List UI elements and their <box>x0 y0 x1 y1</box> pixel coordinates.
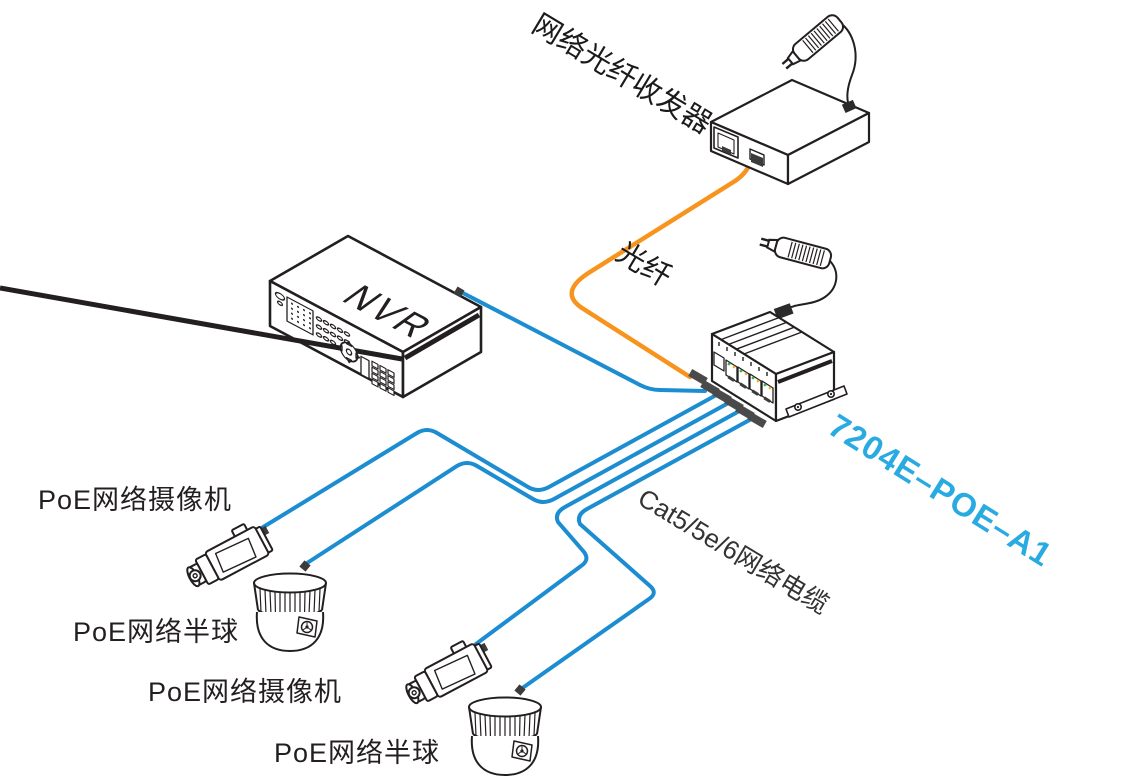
fiber-transceiver <box>709 78 871 186</box>
poe-switch <box>710 310 848 423</box>
camera2-label: PoE网络摄像机 <box>148 677 342 707</box>
dome1-label: PoE网络半球 <box>73 617 239 647</box>
cables <box>258 155 757 691</box>
switch-top-ridges <box>720 316 803 355</box>
dome-camera <box>468 683 542 776</box>
port-leds <box>727 362 772 403</box>
fiber-plug <box>751 153 763 167</box>
dome2-cable <box>519 415 757 691</box>
switch-cable-plugs <box>688 369 767 428</box>
dome2-label: PoE网络半球 <box>274 738 440 768</box>
adapter2-connector <box>773 303 794 320</box>
port-pins <box>722 146 731 155</box>
bullet-camera <box>397 631 499 711</box>
nvr-device <box>0 234 483 399</box>
bullet-camera <box>186 523 274 588</box>
dome-camera <box>253 560 327 652</box>
nvr-cable <box>459 290 707 393</box>
switch-model-label: 7204E–POE–A1 <box>822 407 1059 574</box>
cable-type-label: Cat5/5e/6网络电缆 <box>633 482 834 619</box>
nvr-cable-connector <box>453 286 465 298</box>
adapter2-cord <box>785 260 838 311</box>
camera-cable-connector <box>299 560 311 572</box>
switch-ports <box>713 351 774 404</box>
nvr-front-panel <box>274 291 395 397</box>
camera1-label: PoE网络摄像机 <box>38 485 232 515</box>
adapter1-connector <box>841 99 857 114</box>
switch-led-ticks <box>718 342 768 376</box>
power-adapter-icon <box>776 11 848 76</box>
nvr-square-buttons <box>371 360 395 397</box>
camera2-cable <box>474 407 745 646</box>
power-adapter-icon <box>756 230 834 272</box>
dome1-cable <box>302 399 734 567</box>
transceiver-label: 网络光纤收发器 <box>526 8 717 141</box>
fiber-label: 光纤 <box>610 236 677 294</box>
adapter1-cord <box>838 21 857 107</box>
camera1-cable <box>258 391 722 531</box>
switch-bracket <box>785 385 848 418</box>
